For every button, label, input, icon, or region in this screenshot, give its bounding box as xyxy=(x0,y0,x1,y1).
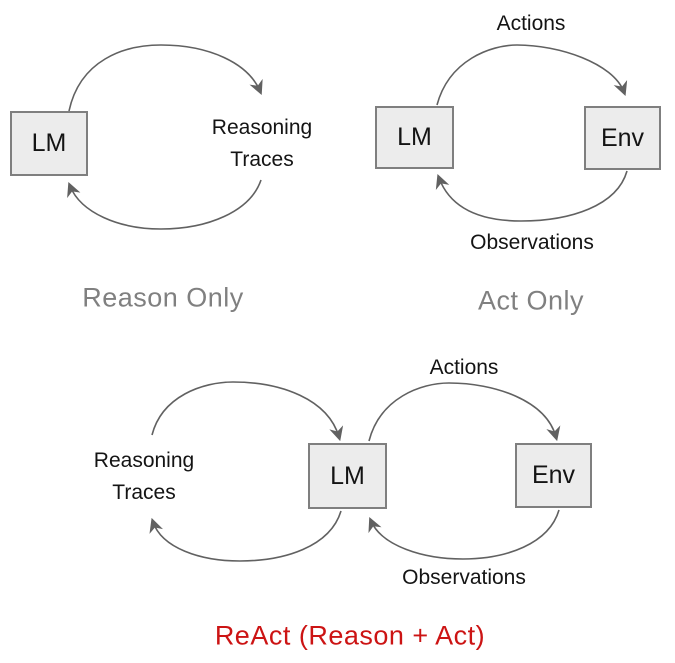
reason-only-reasoning-traces-label: Reasoning Traces xyxy=(212,112,312,176)
act-only-env-node: Env xyxy=(584,106,661,170)
lm-node-label: LM xyxy=(31,129,67,157)
react-env-node: Env xyxy=(515,443,592,508)
reasoning-traces-line1: Reasoning xyxy=(211,116,313,139)
reasoning-traces-line2: Traces xyxy=(112,481,176,504)
react-lm-node: LM xyxy=(308,443,387,509)
env-node-label: Env xyxy=(531,461,576,489)
reasoning-traces-line2: Traces xyxy=(230,148,294,171)
react-observations-arrow xyxy=(368,509,560,560)
act-only-lm-node: LM xyxy=(375,106,454,169)
act-only-caption: Act Only xyxy=(477,285,585,316)
reason-only-lm-to-traces-arrow xyxy=(68,44,263,112)
react-caption: ReAct (Reason + Act) xyxy=(214,620,486,651)
act-only-observations-label: Observations xyxy=(470,231,594,254)
react-reasoning-traces-label: Reasoning Traces xyxy=(94,445,194,509)
act-only-observations-arrow xyxy=(435,170,628,222)
react-observations-label: Observations xyxy=(402,566,526,589)
lm-node-label: LM xyxy=(397,123,432,151)
act-only-actions-label: Actions xyxy=(496,12,566,35)
reason-only-traces-to-lm-arrow xyxy=(67,179,262,230)
act-only-actions-arrow xyxy=(436,44,628,106)
env-node-label: Env xyxy=(600,123,645,152)
reasoning-traces-line1: Reasoning xyxy=(93,449,195,472)
react-traces-to-lm-arrow xyxy=(151,381,344,442)
react-actions-arrow xyxy=(368,382,561,442)
reason-only-caption: Reason Only xyxy=(82,282,244,313)
react-actions-label: Actions xyxy=(429,356,499,379)
lm-node-label: LM xyxy=(330,461,365,490)
react-lm-to-traces-arrow xyxy=(149,510,342,562)
reason-only-lm-node: LM xyxy=(10,111,88,176)
